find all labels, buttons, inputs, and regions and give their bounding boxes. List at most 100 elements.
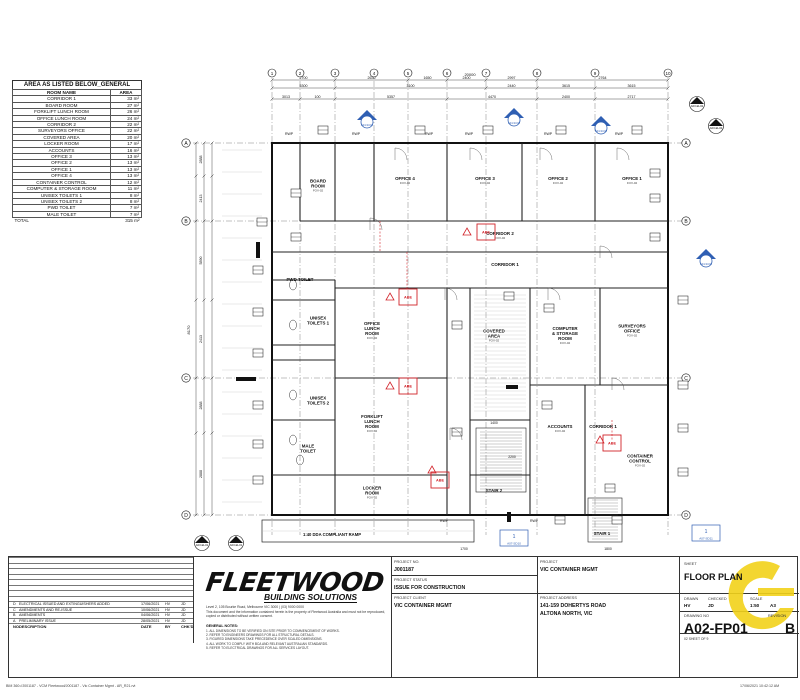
dimension-text: 3100 [407,84,415,88]
grid-label-row: C [684,376,688,382]
project-client-label: PROJECT CLIENT [394,596,427,600]
area-value: 16 m² [110,146,142,155]
grid-label-col: 2 [299,71,302,76]
area-row: SURVEYORS OFFICE 22 m² [12,127,142,135]
note-line: 3. FIGURED DIMENSIONS TAKE PRECEDENCE OV… [206,637,323,642]
room-code: FOV-02 [313,189,324,193]
dimension-tick [270,97,274,101]
area-row: UNISEX TOILETS 2 8 m² [12,197,142,206]
note-line: 1. ALL DIMENSIONS TO BE VERIFIED ON SITE… [206,629,340,633]
company-logo-subtitle: BUILDING SOLUTIONS [264,592,358,603]
room-label: STAIR 2 [486,488,503,493]
dimension-tick [202,431,206,435]
section-ref: A04-SC01 [361,123,374,127]
elevation-marker-arrow [229,536,243,543]
note-line: 4. ALL WORK TO COMPLY WITH BCA AND RELEV… [206,641,329,646]
room-label: CORRIDOR 2 [486,231,514,236]
room-code: FOV-02 [555,429,566,433]
dimension-tick [202,376,206,380]
room-label: STAIR 1 [594,531,611,536]
grid-bubble-col [590,68,600,78]
door-swing [469,147,483,161]
grid-bubble-row [181,510,191,520]
dimension-text: 1700 [460,547,468,551]
elevation-marker-arrow [195,536,209,543]
rwp-label: RWP [530,519,539,523]
warning-triangle-icon [462,227,472,236]
file-path: BIM 360://J001187 - VCM Fleetwood/J00118… [6,684,136,688]
revision-chkd: JD [181,602,186,606]
grid-bubble-col [403,68,413,78]
revision-description: AMENDMENTS AND RE-ISSUE [19,607,73,612]
revision-date: 28/05/2021 [141,618,160,623]
revision-chkd: JD [181,613,186,617]
area-value: 13 m² [110,165,142,174]
overall-dimension: 20000 [464,72,476,77]
room-code: FOV-02 [560,341,571,345]
project-address-label: PROJECT ADDRESS [540,596,577,600]
detail-ref-box [499,529,529,547]
room-label: OFFICE 4 [395,176,415,181]
grid-bubble-col [295,68,305,78]
door-swing [539,147,553,161]
revision-no: C [13,607,16,612]
detail-ref-box [691,524,721,542]
abe-label: ABE [436,479,444,483]
sheet-label: SHEET [684,562,697,566]
area-schedule-title: AREA AS LISTED BELOW_GENERAL [12,80,142,89]
area-value: 17 m² [110,140,142,148]
drawing-no-label: DRAWING NO [684,614,709,618]
grid-bubble-row [181,373,191,383]
room-code: FOV-02 [367,336,378,340]
grid-label-col: 6 [446,71,449,76]
area-total-row: TOTAL 315 m² [13,218,142,224]
area-value: 8 m² [110,197,142,206]
section-ref: A04-SC02 [595,129,608,133]
detail-ref-number: 1 [705,529,708,535]
warning-triangle-icon [385,292,395,301]
area-value: 11 m² [110,185,142,193]
dimension-text: 1400 [490,421,498,425]
elevation-ref: A03-EL02 [691,104,704,108]
project-no: J001187 [394,567,414,573]
area-value: 7 m² [110,210,142,219]
dimension-tick [333,86,337,90]
door-swing [611,377,625,391]
section-marker-circle [699,254,713,268]
dimension-text: 2200 [508,455,516,459]
abe-marker [476,223,496,241]
dimension-tick [270,86,274,90]
area-total-label: TOTAL [14,218,29,224]
dimension-tick [535,78,539,82]
grid-bubble-col [481,68,491,78]
grid-label-col: 4 [373,71,376,76]
room-label: OFFICE 2 [548,176,568,181]
dimension-text: 5890 [199,257,203,265]
abe-label: ABE [608,442,616,446]
section-marker-icon [591,116,611,126]
grid-label-row: D [684,513,688,519]
dimension-tick [445,78,449,82]
wall-marker [507,512,511,522]
abe-label: ABE [482,231,490,235]
dimension-tick [210,141,214,145]
room-code: FOV-02 [367,429,378,433]
detail-ref: A07-SD10 [507,542,521,546]
dimension-tick [593,97,597,101]
area-value: 13 m² [110,172,142,180]
revision-letter: B [785,620,796,636]
grid-bubble-col [663,68,673,78]
area-row: COMPUTER & STORAGE ROOM 11 m² [12,185,142,193]
dimension-tick [202,141,206,145]
revision-no: B [13,613,16,617]
room-label: OFFICE 1 [622,176,642,181]
dimension-text: 5300 [300,84,308,88]
revision-by: HV [165,602,171,606]
grid-label-row: B [184,219,188,225]
overall-dimension: 8170 [186,325,191,335]
